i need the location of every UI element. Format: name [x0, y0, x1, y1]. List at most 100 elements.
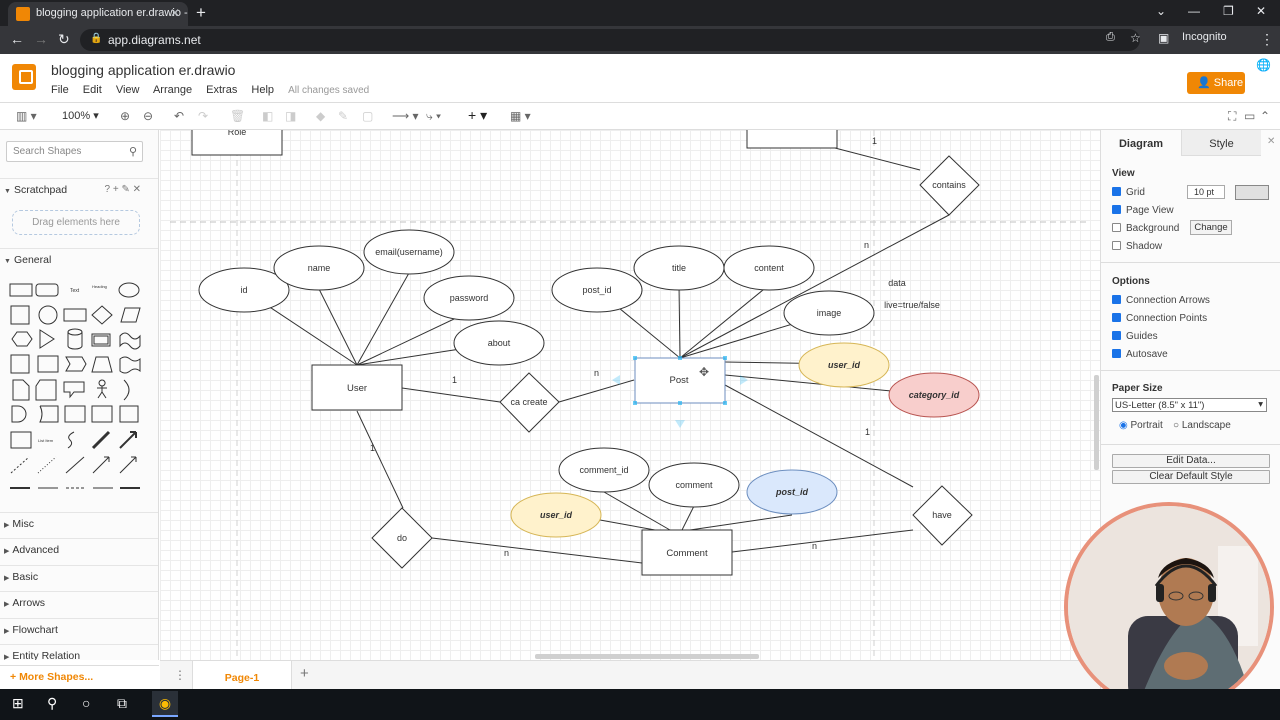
checkbox-unchecked-icon — [1112, 241, 1121, 250]
delete-icon[interactable]: 🗑 — [230, 109, 246, 123]
paper-size-select[interactable]: US-Letter (8.5" x 11")▾ — [1112, 398, 1267, 412]
redo-icon[interactable]: ↷ — [198, 109, 209, 123]
share-button[interactable]: 👤 Share — [1187, 72, 1245, 94]
page-view-checkbox[interactable]: Page View — [1112, 205, 1174, 216]
autosave-checkbox[interactable]: Autosave — [1112, 349, 1168, 360]
format-panel-toggle-icon[interactable]: ▥ ▾ — [16, 109, 37, 123]
incognito-indicator[interactable]: Incognito — [1182, 31, 1227, 43]
cortana-icon[interactable]: ○ — [82, 695, 91, 711]
bookmark-star-icon[interactable]: ☆ — [1130, 31, 1141, 45]
maximize-icon[interactable]: ❐ — [1223, 4, 1234, 18]
scratchpad-dropzone[interactable]: Drag elements here — [12, 210, 140, 235]
shadow-icon[interactable]: ▢ — [362, 109, 374, 123]
connection-icon[interactable]: ⟶ ▾ — [392, 109, 419, 123]
menu-help[interactable]: Help — [251, 84, 275, 96]
sidepanel-icon[interactable]: ▣ — [1158, 31, 1170, 45]
more-shapes-button[interactable]: + More Shapes... — [0, 665, 159, 689]
er-diagram[interactable]: Role User Post Comment ✥ contains ca cre… — [160, 130, 1100, 660]
search-icon[interactable]: ⚲ — [47, 695, 58, 711]
install-icon[interactable]: ⎙ — [1106, 31, 1115, 43]
line-color-icon[interactable]: ✎ — [338, 109, 349, 123]
menu-arrange[interactable]: Arrange — [152, 84, 193, 96]
browser-menu-icon[interactable]: ⋮ — [1260, 31, 1274, 47]
grid-size-input[interactable]: 10 pt — [1187, 185, 1225, 199]
zoom-out-icon[interactable]: ⊖ — [143, 109, 154, 123]
shadow-checkbox[interactable]: Shadow — [1112, 241, 1162, 252]
panel-toggle-icon[interactable]: ▭ — [1244, 109, 1256, 123]
menu-edit[interactable]: Edit — [82, 84, 102, 96]
clear-default-style-button[interactable]: Clear Default Style — [1112, 470, 1270, 484]
cylinder-shape-icon — [67, 328, 83, 350]
presenter-video — [1068, 506, 1270, 708]
address-bar[interactable]: 🔒 app.diagrams.net — [80, 29, 1140, 51]
to-back-icon[interactable]: ◨ — [285, 109, 297, 123]
scratchpad-tools[interactable]: ? + ✎ ✕ — [104, 184, 142, 195]
guides-checkbox[interactable]: Guides — [1112, 331, 1158, 342]
to-front-icon[interactable]: ◧ — [262, 109, 274, 123]
table-icon[interactable]: ▦ ▾ — [510, 109, 531, 123]
general-section[interactable]: ▼General — [0, 248, 158, 270]
expand-triangle-icon: ▶ — [4, 628, 10, 635]
zoom-select[interactable]: 100% ▾ — [62, 110, 99, 122]
note-shape-icon — [12, 379, 30, 401]
background-checkbox[interactable]: Background — [1112, 223, 1179, 234]
expand-triangle-icon: ▶ — [4, 548, 10, 555]
basic-section[interactable]: ▶Basic — [0, 565, 158, 587]
chrome-taskbar-icon[interactable]: ◉ — [152, 691, 178, 717]
document-title[interactable]: blogging application er.drawio — [51, 62, 236, 78]
fill-color-icon[interactable]: ◆ — [316, 109, 326, 123]
close-panel-icon[interactable]: ✕ — [1267, 136, 1276, 147]
advanced-section[interactable]: ▶Advanced — [0, 538, 158, 560]
add-page-icon[interactable]: + — [300, 665, 309, 682]
reload-icon[interactable]: ↻ — [58, 31, 70, 47]
language-globe-icon[interactable]: 🌐 — [1256, 58, 1271, 72]
shape-palette: Text Heading — [8, 278, 148, 498]
grid-color-swatch[interactable] — [1235, 185, 1269, 200]
change-background-button[interactable]: Change — [1190, 220, 1232, 235]
tab-search-icon[interactable]: ⌄ — [1156, 4, 1167, 18]
menu-extras[interactable]: Extras — [206, 84, 238, 96]
undo-icon[interactable]: ↶ — [174, 109, 185, 123]
connection-arrows-checkbox[interactable]: Connection Arrows — [1112, 295, 1210, 306]
toolbar: ▥ ▾ 100% ▾ ⊕ ⊖ ↶ ↷ 🗑 ◧ ◨ ◆ ✎ ▢ ⟶ ▾ ⤷ ▾ +… — [0, 102, 1280, 130]
checkbox-checked-icon — [1112, 313, 1121, 322]
insert-icon[interactable]: + ▾ — [468, 107, 488, 123]
edit-data-button[interactable]: Edit Data... — [1112, 454, 1270, 468]
windows-start-icon[interactable]: ⊞ — [12, 695, 24, 711]
scratchpad-section[interactable]: ▼Scratchpad ? + ✎ ✕ — [0, 178, 158, 200]
connection-points-checkbox[interactable]: Connection Points — [1112, 313, 1207, 324]
flowchart-section[interactable]: ▶Flowchart — [0, 618, 158, 640]
zoom-in-icon[interactable]: ⊕ — [120, 109, 131, 123]
minimize-icon[interactable]: — — [1188, 4, 1200, 18]
shape-palette-svg[interactable]: Text Heading — [8, 278, 148, 498]
menu-view[interactable]: View — [115, 84, 140, 96]
triangle-shape-icon — [39, 329, 55, 349]
task-view-icon[interactable]: ⧉ — [117, 695, 127, 711]
portrait-radio[interactable]: ◉ Portrait — [1119, 420, 1163, 431]
misc-section[interactable]: ▶Misc — [0, 512, 158, 534]
forward-icon[interactable]: → — [34, 31, 48, 47]
new-tab-button[interactable]: + — [196, 3, 206, 22]
search-shapes-input[interactable]: Search Shapes ⚲ — [6, 141, 143, 162]
menu-file[interactable]: File — [51, 84, 69, 96]
zoom-value: 100% — [62, 110, 91, 122]
diagram-canvas[interactable]: Role User Post Comment ✥ contains ca cre… — [160, 130, 1100, 660]
pages-menu-icon[interactable]: ⋮ — [174, 668, 186, 682]
expand-triangle-icon: ▶ — [4, 601, 10, 608]
waypoints-icon[interactable]: ⤷ ▾ — [426, 109, 442, 123]
bidirectional-arrow-shape-icon — [91, 430, 111, 450]
arrows-section[interactable]: ▶Arrows — [0, 591, 158, 613]
close-tab-icon[interactable]: ✕ — [169, 6, 180, 20]
collapse-icon[interactable]: ⌃ — [1260, 109, 1271, 123]
grid-checkbox[interactable]: Grid — [1112, 187, 1145, 198]
window-close-icon[interactable]: ✕ — [1256, 4, 1267, 18]
landscape-radio[interactable]: ○ Landscape — [1173, 420, 1231, 431]
tab-diagram[interactable]: Diagram — [1101, 130, 1181, 156]
tab-style[interactable]: Style — [1181, 130, 1261, 156]
page-tab-1[interactable]: Page-1 — [192, 661, 292, 690]
search-icon[interactable]: ⚲ — [128, 146, 137, 158]
browser-tab[interactable]: blogging application er.drawio - ✕ — [8, 2, 188, 26]
entity-relation-section[interactable]: ▶Entity Relation — [0, 644, 158, 660]
back-icon[interactable]: ← — [10, 31, 24, 47]
fullscreen-icon[interactable]: ⛶ — [1228, 109, 1237, 123]
